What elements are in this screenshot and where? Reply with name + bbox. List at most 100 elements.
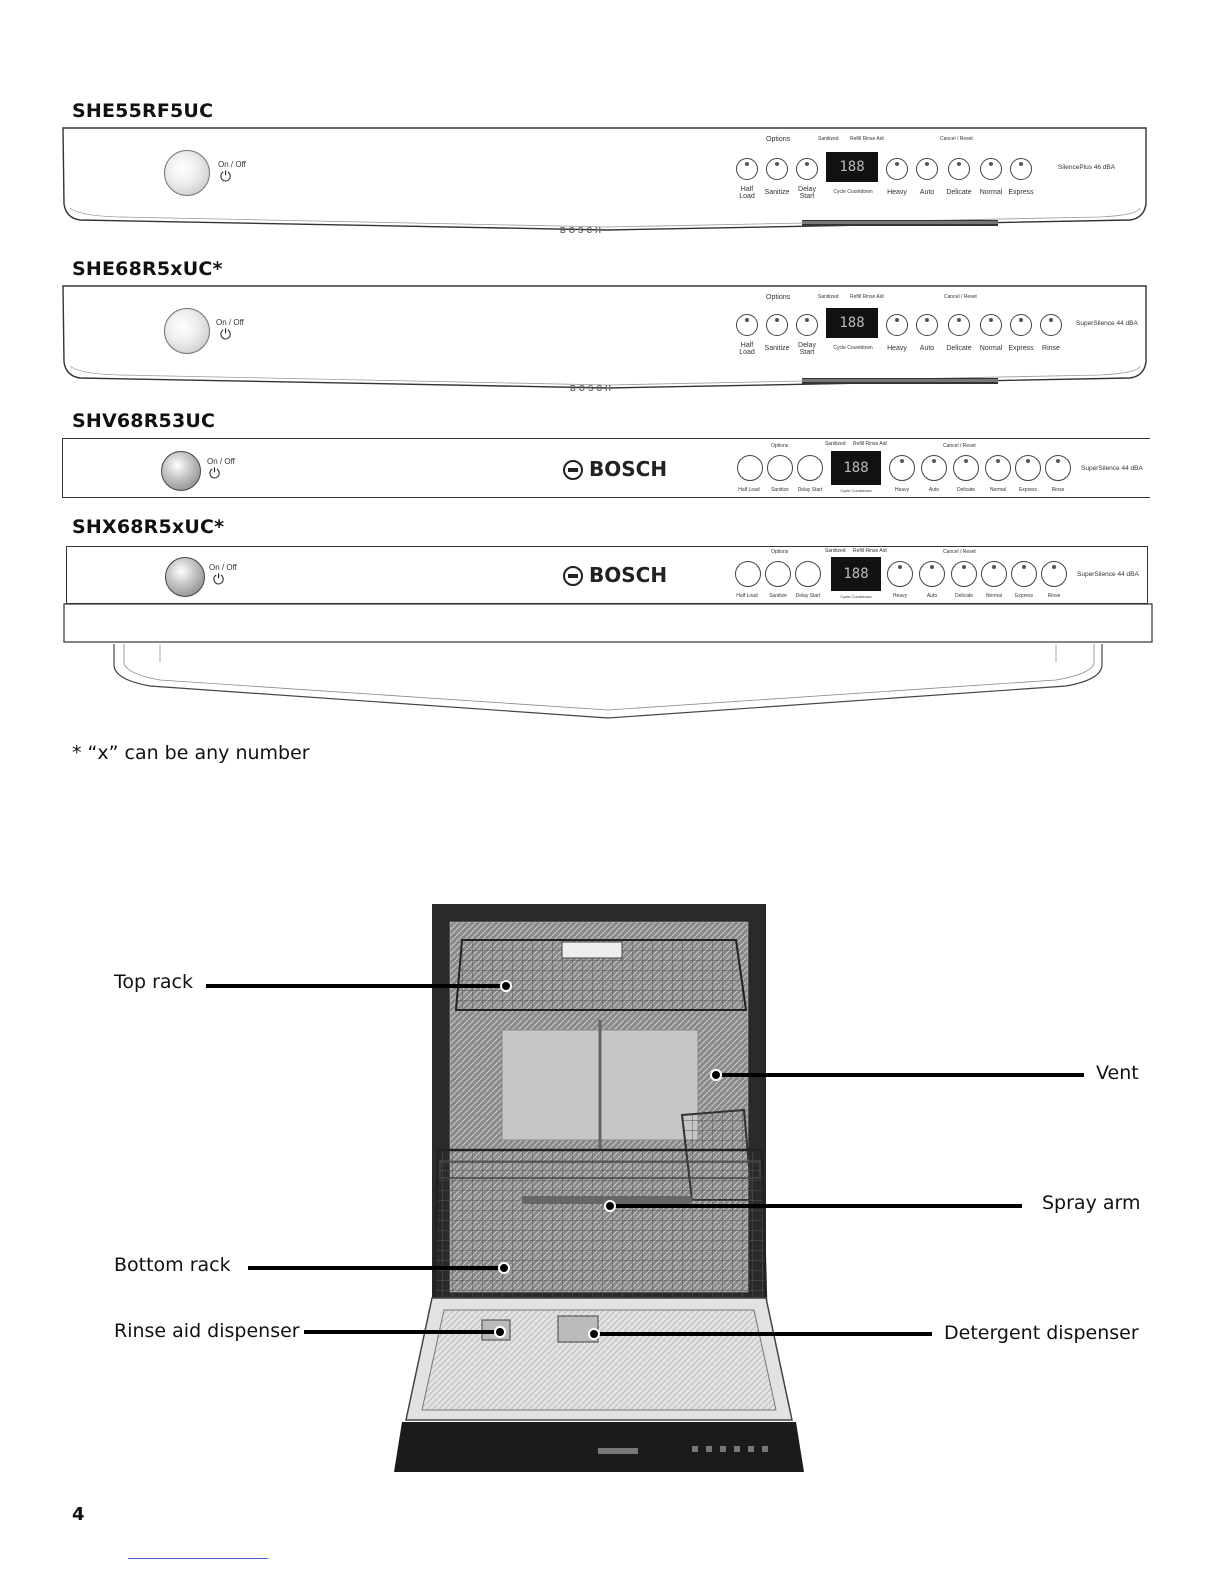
- sanitize-button[interactable]: [766, 158, 788, 180]
- sanitize-button[interactable]: [766, 314, 788, 336]
- sanitize-label: Sanitize: [764, 189, 790, 196]
- auto-button[interactable]: [919, 561, 945, 587]
- on-off-knob[interactable]: [164, 308, 210, 354]
- refill-rinse-aid-label: Refill Rinse Aid: [850, 294, 884, 300]
- refill-rinse-aid-label: Refill Rinse Aid: [850, 136, 884, 142]
- callout-bottom-rack: Bottom rack: [114, 1254, 231, 1276]
- leader-dot-detergent: [588, 1328, 600, 1340]
- model-title-3: SHV68R53UC: [72, 410, 216, 432]
- sanitized-label: Sanitized: [825, 548, 846, 554]
- cycle-countdown-label: Cycle Countdown: [833, 189, 873, 195]
- leader-dot-bottom-rack: [498, 1262, 510, 1274]
- power-icon: ⏻: [213, 572, 225, 588]
- rinse-button[interactable]: [1040, 314, 1062, 336]
- leader-line-bottom-rack: [248, 1266, 504, 1270]
- control-panel-4: On / Off ⏻ BOSCH Options Sanitized Refil…: [66, 546, 1148, 604]
- express-button[interactable]: [1015, 455, 1041, 481]
- cycle-display: 188: [826, 152, 878, 182]
- on-off-label: On / Off: [218, 160, 246, 169]
- callout-detergent: Detergent dispenser: [944, 1322, 1139, 1344]
- heavy-button[interactable]: [886, 158, 908, 180]
- normal-label: Normal: [985, 593, 1003, 599]
- express-label: Express: [1008, 189, 1034, 196]
- normal-button[interactable]: [985, 455, 1011, 481]
- half-load-button[interactable]: [735, 561, 761, 587]
- half-load-button[interactable]: [736, 314, 758, 336]
- sanitize-label: Sanitize: [764, 345, 790, 352]
- leader-line-spray-arm: [612, 1204, 1022, 1208]
- heavy-label: Heavy: [887, 345, 907, 352]
- auto-button[interactable]: [921, 455, 947, 481]
- delicate-button[interactable]: [948, 314, 970, 336]
- delicate-label: Delicate: [956, 487, 976, 493]
- on-off-knob[interactable]: [165, 557, 205, 597]
- cycle-countdown-label: Cycle Countdown: [833, 345, 873, 351]
- page-number: 4: [72, 1504, 85, 1525]
- express-button[interactable]: [1010, 158, 1032, 180]
- express-label: Express: [1008, 345, 1034, 352]
- bosch-logo-small: BOSCH: [560, 226, 604, 235]
- rinse-button[interactable]: [1041, 561, 1067, 587]
- delay-start-button[interactable]: [796, 314, 818, 336]
- model-title-1: SHE55RF5UC: [72, 100, 214, 122]
- noise-badge: SuperSilence 44 dBA: [1077, 571, 1139, 578]
- options-label: Options: [771, 443, 789, 449]
- sanitize-button[interactable]: [765, 561, 791, 587]
- sanitized-label: Sanitized: [818, 294, 839, 300]
- leader-dot-spray-arm: [604, 1200, 616, 1212]
- on-off-label: On / Off: [209, 563, 237, 572]
- refill-rinse-aid-label: Refill Rinse Aid: [853, 548, 887, 554]
- on-off-knob[interactable]: [161, 451, 201, 491]
- half-load-label: Half Load: [739, 186, 755, 201]
- footer-rule: [128, 1558, 268, 1559]
- leader-dot-rinse-aid: [494, 1326, 506, 1338]
- auto-label: Auto: [919, 345, 935, 352]
- noise-badge: SuperSilence 44 dBA: [1076, 320, 1138, 327]
- rinse-label: Rinse: [1042, 345, 1060, 352]
- model-title-4: SHX68R5xUC*: [72, 516, 225, 538]
- delay-start-label: Delay Start: [798, 186, 816, 201]
- bosch-logo: BOSCH: [563, 563, 667, 587]
- normal-button[interactable]: [980, 158, 1002, 180]
- control-panel-3: On / Off ⏻ BOSCH Options Sanitized Refil…: [62, 438, 1150, 498]
- auto-button[interactable]: [916, 158, 938, 180]
- on-off-knob[interactable]: [164, 150, 210, 196]
- express-button[interactable]: [1011, 561, 1037, 587]
- delay-start-button[interactable]: [795, 561, 821, 587]
- half-load-label: Half Load: [738, 487, 760, 493]
- auto-button[interactable]: [916, 314, 938, 336]
- heavy-label: Heavy: [894, 487, 910, 493]
- delicate-button[interactable]: [948, 158, 970, 180]
- normal-button[interactable]: [980, 314, 1002, 336]
- leader-dot-vent: [710, 1069, 722, 1081]
- half-load-button[interactable]: [736, 158, 758, 180]
- sanitize-label: Sanitize: [771, 487, 789, 493]
- delicate-label: Delicate: [946, 189, 972, 196]
- delicate-button[interactable]: [953, 455, 979, 481]
- delay-start-button[interactable]: [797, 455, 823, 481]
- options-label: Options: [771, 549, 789, 555]
- power-icon: ⏻: [209, 466, 221, 482]
- delay-start-label: Delay Start: [795, 593, 821, 599]
- heavy-button[interactable]: [889, 455, 915, 481]
- sanitize-button[interactable]: [767, 455, 793, 481]
- express-button[interactable]: [1010, 314, 1032, 336]
- half-load-button[interactable]: [737, 455, 763, 481]
- auto-label: Auto: [919, 189, 935, 196]
- bosch-emblem-icon: [563, 566, 583, 586]
- delicate-button[interactable]: [951, 561, 977, 587]
- refill-rinse-aid-label: Refill Rinse Aid: [853, 441, 887, 447]
- callout-vent: Vent: [1096, 1062, 1139, 1084]
- heavy-button[interactable]: [886, 314, 908, 336]
- cancel-reset-label: Cancel / Reset: [943, 549, 976, 555]
- bosch-logo: BOSCH: [563, 457, 667, 481]
- cancel-reset-label: Cancel / Reset: [943, 443, 976, 449]
- normal-button[interactable]: [981, 561, 1007, 587]
- heavy-button[interactable]: [887, 561, 913, 587]
- dishwasher-photo: [394, 904, 804, 1472]
- rinse-label: Rinse: [1051, 487, 1065, 493]
- on-off-label: On / Off: [207, 457, 235, 466]
- sanitized-label: Sanitized: [825, 441, 846, 447]
- delay-start-button[interactable]: [796, 158, 818, 180]
- rinse-button[interactable]: [1045, 455, 1071, 481]
